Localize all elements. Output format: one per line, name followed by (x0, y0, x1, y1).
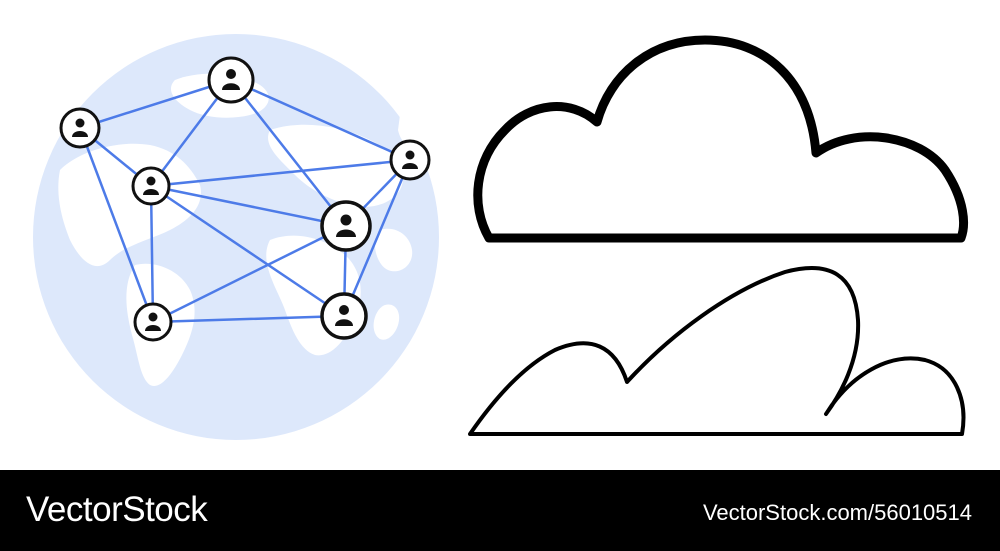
user-icon (59, 107, 101, 149)
cloud-icon (468, 266, 966, 436)
network-link (151, 314, 346, 324)
network-link (78, 126, 155, 324)
network-link (229, 78, 412, 162)
user-icon (320, 200, 372, 252)
network-link (229, 78, 348, 228)
network-link (149, 158, 412, 188)
cloud-icon (473, 35, 969, 243)
network-link (342, 158, 412, 318)
image-id-label: VectorStock.com/56010514 (702, 500, 972, 525)
illustration (33, 34, 969, 440)
footer-bar: VectorStock VectorStock.com/56010514 (0, 470, 1000, 551)
brand-logo[interactable]: VectorStock (26, 490, 208, 529)
user-icon (131, 166, 171, 206)
user-icon (207, 56, 255, 104)
network-link (78, 78, 233, 130)
user-icon (389, 139, 431, 181)
network-link (149, 184, 348, 228)
network-link (151, 224, 348, 324)
network-link (149, 184, 155, 324)
user-nodes (59, 56, 431, 342)
user-icon (320, 292, 368, 340)
network-link (149, 184, 346, 318)
user-icon (133, 302, 173, 342)
